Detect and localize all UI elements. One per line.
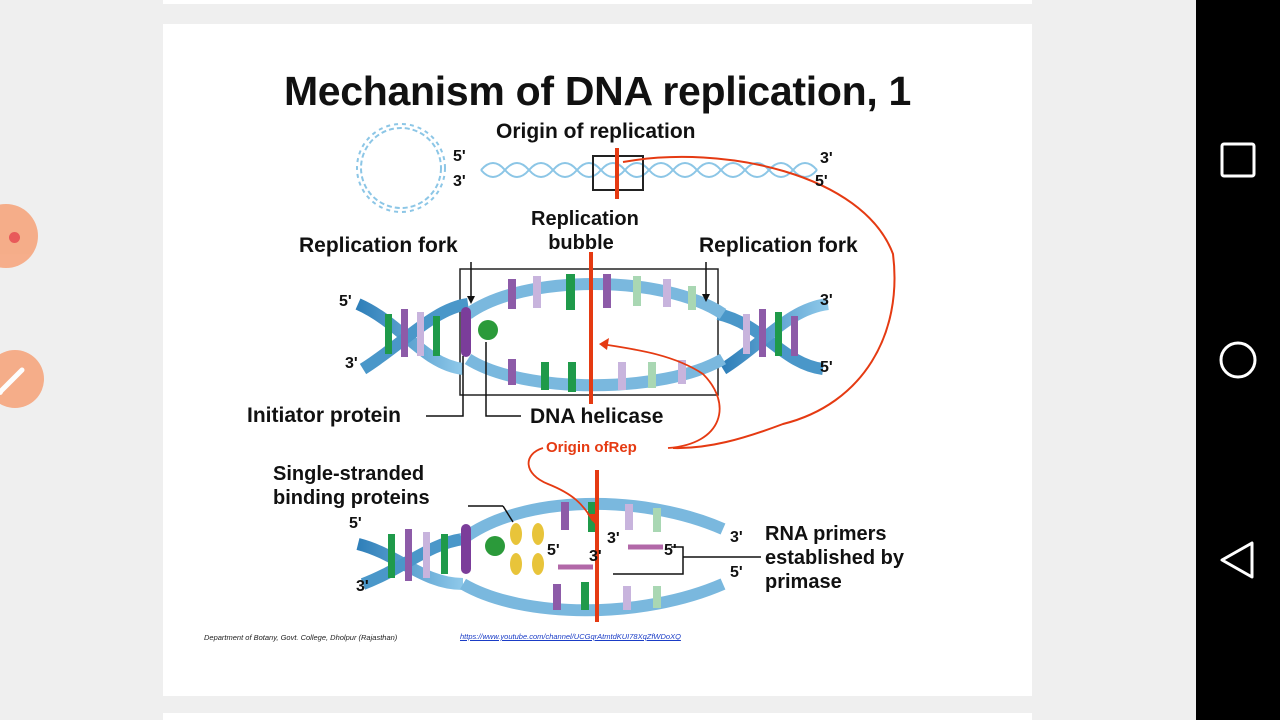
replication-fork-right-label: Replication fork xyxy=(699,234,858,257)
top-right-3-prime: 3' xyxy=(820,150,833,167)
replication-bubble-diagram xyxy=(355,262,830,417)
dna-helicase-label: DNA helicase xyxy=(530,405,664,428)
primase-diagram xyxy=(356,497,761,617)
replication-fork-left-label: Replication fork xyxy=(299,234,458,257)
footer-youtube-link[interactable]: https://www.youtube.com/channel/UCGqrAtm… xyxy=(460,632,681,641)
origin-of-replication-label: Origin of replication xyxy=(496,120,696,143)
bottom-primer-5-prime-left: 5' xyxy=(547,542,560,559)
triangle-back-icon xyxy=(1220,541,1254,579)
document-viewer: Mechanism of DNA replication, 1 xyxy=(163,0,1032,720)
square-icon xyxy=(1220,142,1256,178)
slide-title: Mechanism of DNA replication, 1 xyxy=(283,68,912,114)
pen-icon xyxy=(0,367,25,395)
top-left-5-prime: 5' xyxy=(453,148,466,165)
rna-primers-label: RNA primers established by primase xyxy=(765,523,904,593)
android-navigation-bar xyxy=(1196,0,1280,720)
pen-tool-button[interactable] xyxy=(0,350,44,408)
footer-credit: Department of Botany, Govt. College, Dho… xyxy=(204,633,398,642)
mid-left-5-prime: 5' xyxy=(339,293,352,310)
mid-right-3-prime: 3' xyxy=(820,292,833,309)
slide-page: Mechanism of DNA replication, 1 xyxy=(163,24,1032,696)
bottom-right-5-prime: 5' xyxy=(730,564,743,581)
ssb-proteins xyxy=(510,523,544,575)
mid-left-3-prime: 3' xyxy=(345,355,358,372)
top-right-5-prime: 5' xyxy=(815,173,828,190)
previous-page-edge xyxy=(163,0,1032,4)
red-annotations xyxy=(527,148,896,622)
replication-bubble-label: Replication bubble xyxy=(531,208,639,254)
bottom-primer-5-prime-right: 5' xyxy=(664,542,677,559)
record-icon xyxy=(9,232,20,243)
back-button[interactable] xyxy=(1216,538,1260,582)
linear-dna xyxy=(480,155,818,191)
initiator-protein-label: Initiator protein xyxy=(247,404,401,427)
mid-right-5-prime: 5' xyxy=(820,359,833,376)
circle-icon xyxy=(1219,341,1257,379)
bottom-left-3-prime: 3' xyxy=(356,578,369,595)
bottom-primer-3-prime-left: 3' xyxy=(589,548,602,565)
circular-dna xyxy=(356,123,446,213)
home-button[interactable] xyxy=(1216,338,1260,382)
bottom-right-3-prime: 3' xyxy=(730,529,743,546)
top-left-3-prime: 3' xyxy=(453,173,466,190)
initiator-protein xyxy=(461,307,471,357)
bottom-primer-3-prime-right: 3' xyxy=(607,530,620,547)
bottom-left-5-prime: 5' xyxy=(349,515,362,532)
next-page-edge xyxy=(163,713,1032,720)
recent-apps-button[interactable] xyxy=(1216,138,1260,182)
origin-of-rep-annotation: Origin ofRep xyxy=(546,439,637,456)
dna-replication-diagram xyxy=(355,123,896,622)
ssb-label: Single-stranded binding proteins xyxy=(273,463,430,509)
helicase-protein xyxy=(478,320,498,340)
